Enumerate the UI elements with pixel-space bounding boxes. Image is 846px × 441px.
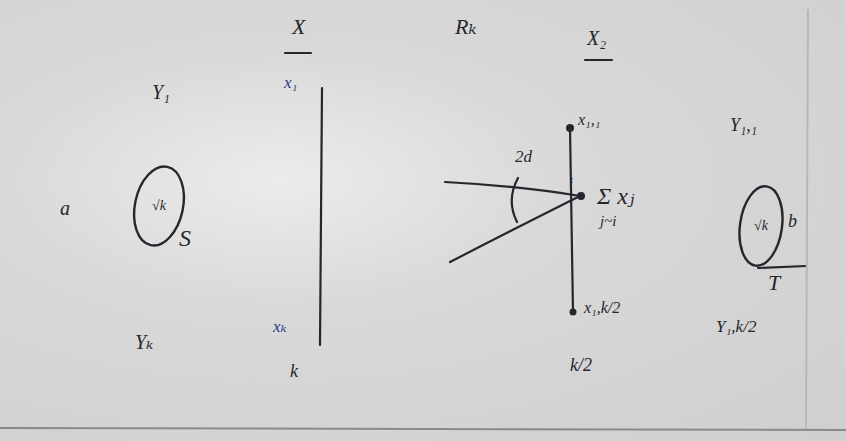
math-label: Rₖ: [455, 16, 476, 38]
curve: [450, 196, 580, 262]
underline: [585, 59, 612, 61]
math-label: i: [569, 176, 573, 191]
math-label: Σ xⱼ: [597, 184, 634, 208]
board-edge: [0, 428, 846, 430]
set-name: S: [179, 226, 191, 250]
set-size: √k: [754, 219, 768, 233]
angle-arc: [512, 178, 518, 222]
set-size: √k: [152, 199, 166, 213]
board-edge: [806, 10, 808, 430]
ellipse-set: √kbT: [738, 184, 784, 268]
ellipse-set: √kS: [133, 164, 185, 248]
set-name: T: [768, 272, 780, 294]
math-label: X: [292, 16, 305, 38]
dot: [570, 309, 577, 316]
dot: [566, 124, 574, 132]
set-name: b: [788, 212, 797, 230]
math-label: Y₁,₁: [730, 116, 757, 134]
math-label: j~i: [600, 214, 616, 229]
dot: [577, 192, 585, 200]
math-label: x₁,₁: [578, 112, 600, 128]
math-label: xₖ: [273, 318, 287, 335]
math-label: X₂: [587, 28, 606, 48]
math-label: 2d: [515, 148, 532, 165]
math-label: a: [60, 198, 70, 218]
vertical-line: [570, 128, 573, 312]
vertical-line: [320, 88, 322, 345]
math-label: x₁: [284, 74, 297, 91]
math-label: Yₖ: [135, 332, 153, 352]
math-label: Y₁: [152, 82, 170, 102]
math-label: x₁,k/2: [584, 300, 620, 316]
underline: [285, 52, 311, 54]
math-label: Y₁,k/2: [716, 318, 756, 335]
math-label: k/2: [570, 356, 592, 374]
underline: [758, 266, 806, 268]
math-label: k: [290, 362, 298, 380]
